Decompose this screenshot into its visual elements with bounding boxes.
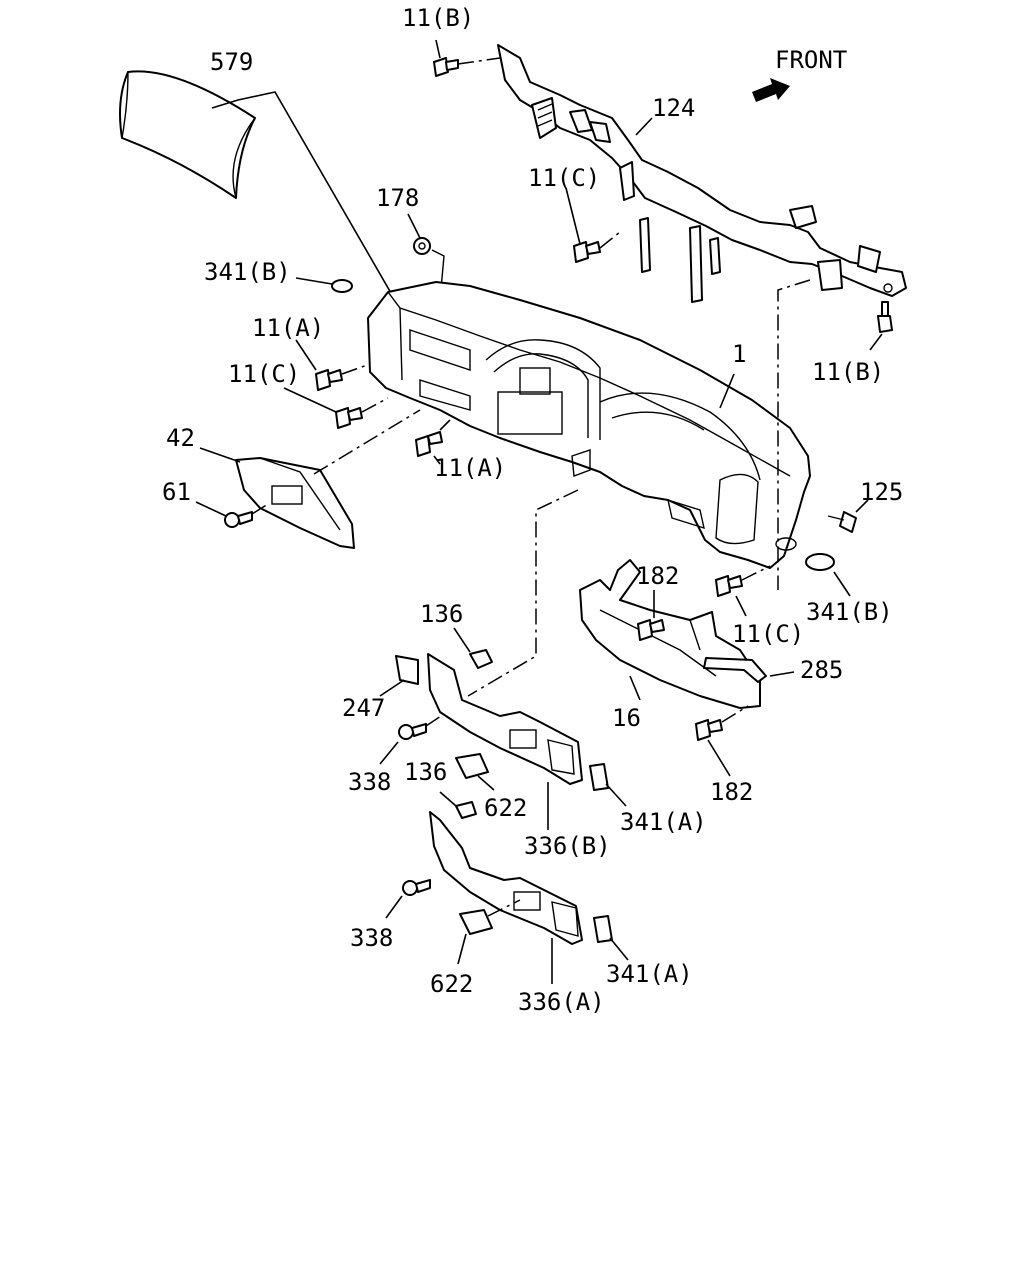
leader-579: [211, 91, 426, 353]
label-341a-top: 341(A): [620, 808, 707, 836]
label-125: 125: [860, 478, 903, 506]
dash-line-right: [777, 279, 811, 590]
screw-338-bottom: [402, 879, 431, 896]
bolt-11a-mid: [415, 431, 443, 457]
part-125-clip: [827, 511, 857, 533]
label-336b: 336(B): [524, 832, 611, 860]
part-136-clip-top: [469, 649, 493, 669]
bolt-182-bottom: [695, 719, 723, 741]
leader-11b-top: [457, 57, 501, 65]
part-1-instrument-panel: [367, 281, 811, 569]
part-16-lower-cover: [579, 559, 761, 709]
screw-338-top: [398, 723, 427, 740]
part-178-grommet: [413, 237, 431, 255]
label-1: 1: [732, 340, 746, 368]
bolt-11c-top: [573, 241, 601, 263]
label-341b-left: 341(B): [204, 258, 291, 286]
label-11b-top: 11(B): [402, 4, 474, 32]
label-338-top: 338: [348, 768, 391, 796]
part-247-bracket: [395, 655, 419, 685]
front-arrow-icon: [752, 78, 790, 102]
part-42-glovebox-lid: [235, 457, 355, 549]
label-178: 178: [376, 184, 419, 212]
label-61: 61: [162, 478, 191, 506]
label-11c-top: 11(C): [528, 164, 600, 192]
label-11a-mid: 11(A): [434, 454, 506, 482]
leader-124: [635, 117, 653, 136]
label-136-mid: 136: [404, 758, 447, 786]
part-579-cover: [119, 70, 256, 199]
screw-61: [224, 511, 253, 528]
label-285: 285: [800, 656, 843, 684]
bolt-11a-left: [315, 369, 343, 391]
label-11c-left: 11(C): [228, 360, 300, 388]
label-11b-right: 11(B): [812, 358, 884, 386]
label-341b-right: 341(B): [806, 598, 893, 626]
label-338-bottom: 338: [350, 924, 393, 952]
label-16: 16: [612, 704, 641, 732]
label-341a-bottom: 341(A): [606, 960, 693, 988]
label-42: 42: [166, 424, 195, 452]
part-341a-plug-bottom: [593, 915, 613, 943]
part-285-bracket: [703, 657, 767, 683]
label-247: 247: [342, 694, 385, 722]
front-indicator: FRONT: [752, 46, 847, 102]
part-622-clip-bottom: [459, 909, 493, 935]
part-341a-plug-top: [589, 763, 609, 791]
label-11a-left: 11(A): [252, 314, 324, 342]
bolt-182-top: [637, 619, 665, 641]
part-136-clip-mid: [455, 801, 477, 819]
label-124: 124: [652, 94, 695, 122]
bolt-11c-left: [335, 407, 363, 429]
label-182-top: 182: [636, 562, 679, 590]
part-341b-plug-right: [805, 553, 835, 571]
part-124-beam: [497, 44, 907, 303]
part-336b-lower-panel: [427, 653, 583, 785]
part-336a-lower-panel: [429, 811, 583, 945]
label-136-top: 136: [420, 600, 463, 628]
label-579: 579: [210, 48, 253, 76]
label-182-bottom: 182: [710, 778, 753, 806]
bolt-11b-top: [433, 57, 459, 77]
bolt-11b-right: [877, 301, 893, 333]
front-label: FRONT: [775, 46, 847, 74]
dash-line-center: [467, 489, 579, 697]
label-622-bottom: 622: [430, 970, 473, 998]
label-11c-right: 11(C): [732, 620, 804, 648]
leader-1: [719, 373, 735, 409]
label-622-top: 622: [484, 794, 527, 822]
part-622-clip-top: [455, 753, 489, 779]
bolt-11c-right: [715, 575, 743, 597]
label-336a: 336(A): [518, 988, 605, 1016]
part-341b-plug-left: [331, 279, 353, 293]
